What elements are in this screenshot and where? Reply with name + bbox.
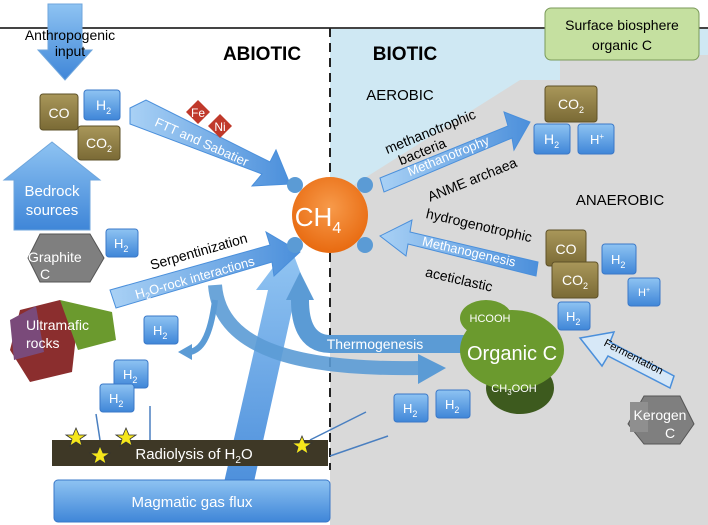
thermogenesis-arrow-head bbox=[286, 272, 314, 300]
h2-label-topleft: H2 bbox=[96, 97, 111, 116]
h2-box-anaerobic1 bbox=[601, 243, 637, 275]
star-2 bbox=[88, 444, 112, 465]
serp-to-h2-curve bbox=[189, 299, 218, 355]
ch4-circle bbox=[292, 177, 368, 253]
biotic-heading: BIOTIC bbox=[373, 44, 438, 65]
methanotrophy-arrow bbox=[379, 111, 531, 193]
magmatic-label: Magmatic gas flux bbox=[132, 494, 253, 511]
hcooh-label: HCOOH bbox=[470, 313, 511, 325]
thermogenesis-label: Thermogenesis bbox=[327, 336, 424, 352]
bedrock-arrow bbox=[2, 141, 102, 231]
fe-label: Fe bbox=[191, 106, 205, 120]
fe-diamond bbox=[186, 100, 210, 124]
ch4-node-tl bbox=[287, 177, 303, 193]
anthropogenic-arrow bbox=[36, 3, 94, 81]
co-label-right: CO bbox=[556, 241, 577, 257]
h2-box-mid1 bbox=[143, 315, 179, 345]
ni-label: Ni bbox=[214, 120, 225, 134]
serpentinization-arrow bbox=[109, 230, 301, 309]
graphite-label-1: Graphite bbox=[28, 249, 82, 265]
serp-to-h2-head bbox=[178, 344, 192, 360]
ch4-node-br bbox=[357, 237, 373, 253]
kerogen-label-1: Kerogen bbox=[634, 407, 687, 423]
abiotic-heading: ABIOTIC bbox=[223, 44, 301, 65]
h2-label-br1: H2 bbox=[403, 401, 417, 419]
radiolysis-thin-arrows bbox=[95, 406, 389, 457]
co2-label-anaerobic: CO2 bbox=[562, 272, 588, 291]
bedrock-label-2: sources bbox=[26, 202, 79, 219]
ultramafic-label-1: Ultramafic bbox=[26, 317, 89, 333]
h2-box-br2 bbox=[435, 389, 471, 419]
anthropogenic-label-2: input bbox=[55, 43, 85, 59]
h2-box-topright bbox=[533, 123, 571, 155]
methanogenesis-arrow bbox=[379, 219, 539, 277]
co2-box-right bbox=[544, 85, 598, 123]
ultramafic-rock-purple bbox=[10, 306, 44, 360]
magmatic-up-arrow bbox=[220, 245, 310, 500]
co2-box-left bbox=[77, 125, 121, 161]
h2-label-mid3: H2 bbox=[109, 391, 123, 409]
anthropogenic-label-1: Anthropogenic bbox=[25, 27, 115, 43]
ch4-label: CH4 bbox=[295, 202, 342, 237]
ultramafic-rock-green bbox=[60, 300, 116, 350]
aerobic-wedge-bg bbox=[330, 80, 520, 200]
thermogenesis-arrow-body bbox=[291, 299, 470, 353]
hplus-box-anaerobic bbox=[627, 277, 661, 307]
surface-biosphere-label-1: Surface biosphere bbox=[565, 17, 679, 33]
h2-label-mid1: H2 bbox=[153, 323, 167, 341]
bedrock-label-1: Bedrock bbox=[24, 183, 80, 200]
co2-box-anaerobic bbox=[551, 261, 599, 299]
ch4-node-tr bbox=[357, 177, 373, 193]
magmatic-gas-bar bbox=[53, 479, 331, 523]
h2-label-bedrock: H2 bbox=[114, 236, 128, 254]
ch3ooh-label: CH3OOH bbox=[491, 383, 536, 397]
h2-box-mid3 bbox=[99, 383, 135, 413]
ultramafic-label-2: rocks bbox=[26, 335, 59, 351]
organic-blob-main bbox=[460, 310, 564, 390]
anaerobic-label: ANAEROBIC bbox=[576, 192, 665, 209]
co-label-left: CO bbox=[49, 105, 70, 121]
kerogen-hexagon-back bbox=[630, 402, 648, 432]
surface-biosphere-label-2: organic C bbox=[592, 37, 652, 53]
h2-label-br2: H2 bbox=[445, 397, 459, 415]
graphite-label-2: C bbox=[40, 266, 50, 282]
ch4-node-bl bbox=[287, 237, 303, 253]
h2-box-topleft bbox=[83, 89, 121, 121]
h2-label-anaerobic2: H2 bbox=[566, 309, 580, 327]
star-3 bbox=[114, 426, 138, 447]
hplus-box-topright bbox=[577, 123, 615, 155]
h2-box-br1 bbox=[393, 393, 429, 423]
fermentation-arrow bbox=[578, 331, 675, 390]
ftt-sabatier-label: FTT and Sabatier bbox=[153, 115, 252, 170]
organic-c-label: Organic C bbox=[467, 343, 557, 365]
aerobic-label: AEROBIC bbox=[366, 87, 434, 104]
ni-diamond bbox=[208, 114, 232, 138]
surface-biosphere-box bbox=[544, 7, 700, 61]
h2-label-topright: H2 bbox=[544, 131, 559, 150]
h2-box-bedrock bbox=[105, 228, 139, 258]
star-4 bbox=[290, 434, 314, 455]
hplus-label-topright: H+ bbox=[590, 132, 604, 147]
h2-label-mid2: H2 bbox=[123, 367, 137, 385]
co2-label-right: CO2 bbox=[558, 96, 584, 115]
co2-label-left: CO2 bbox=[86, 135, 112, 154]
co-box-left bbox=[39, 93, 79, 131]
radiolysis-label: Radiolysis of H2O bbox=[135, 446, 252, 466]
serp-to-organic-head bbox=[418, 354, 446, 384]
h2-label-anaerobic1: H2 bbox=[611, 252, 625, 270]
hplus-label-anaerobic: H+ bbox=[638, 287, 650, 299]
star-1 bbox=[64, 426, 88, 447]
graphite-hexagon bbox=[27, 233, 105, 283]
h2-box-anaerobic2 bbox=[557, 301, 591, 331]
serp-to-organic-curve bbox=[208, 284, 421, 376]
kerogen-label-2: C bbox=[665, 425, 675, 441]
radiation-stars bbox=[64, 426, 314, 465]
